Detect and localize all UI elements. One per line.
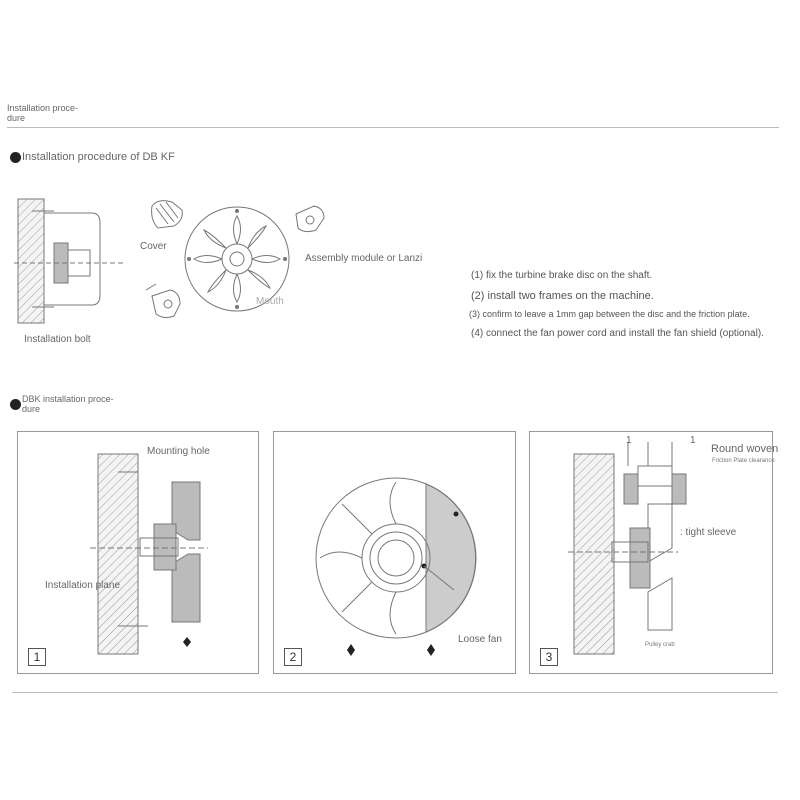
footer-divider	[12, 692, 778, 693]
loose-fan-label: Loose fan	[458, 634, 502, 645]
panel1-side-view	[90, 453, 208, 655]
assembly-label: Assembly module or Lanzi	[305, 253, 423, 264]
section2-heading: DBK installation proce- dure	[22, 394, 114, 414]
bullet-icon	[10, 399, 21, 410]
header-divider	[7, 127, 779, 128]
panel-3: 1 1 Round woven Friction Plate clearance…	[529, 431, 778, 674]
rotation-arrow-icon	[427, 644, 435, 656]
panel-1: Mounting hole Installation plane 1	[17, 431, 259, 674]
bullet-icon	[10, 152, 21, 163]
mouth-label: Mouth	[256, 296, 284, 307]
mounting-hole-label: Mounting hole	[147, 446, 210, 457]
pulley-crab-label: Pulley crab	[645, 642, 675, 648]
db-kf-side-view	[14, 198, 124, 324]
section1-heading: Installation procedure of DB KF	[22, 151, 175, 163]
tight-sleeve-label: : tight sleeve	[680, 527, 737, 538]
panel-number: 2	[284, 648, 302, 666]
friction-plate-clearance-label: Friction Plate clearance	[712, 458, 775, 464]
round-woven-label: Round woven	[711, 443, 779, 455]
panel-2: Loose fan 2	[273, 431, 516, 674]
step-2: (2) install two frames on the machine.	[471, 290, 654, 302]
panel2-front-disc	[315, 477, 477, 639]
step-1: (1) fix the turbine brake disc on the sh…	[471, 270, 653, 281]
panel-number: 1	[28, 648, 46, 666]
panel-number: 3	[540, 648, 558, 666]
cover-piece-top	[151, 200, 183, 229]
step-3: (3) confirm to leave a 1mm gap between t…	[469, 309, 750, 319]
cover-piece-bottom	[145, 283, 181, 319]
document-title: Installation proce- dure	[7, 103, 79, 123]
rotation-arrow-icon	[347, 644, 355, 656]
dimension-right: 1	[690, 435, 696, 446]
step-4: (4) connect the fan power cord and insta…	[471, 328, 764, 339]
db-kf-front-disc	[184, 206, 290, 312]
installation-plane-label: Installation plane	[45, 580, 121, 591]
cover-label: Cover	[140, 241, 167, 252]
dimension-left: 1	[626, 435, 632, 446]
assembly-piece	[295, 205, 325, 233]
panel3-side-view	[568, 442, 687, 655]
installation-bolt-label: Installation bolt	[24, 334, 91, 345]
